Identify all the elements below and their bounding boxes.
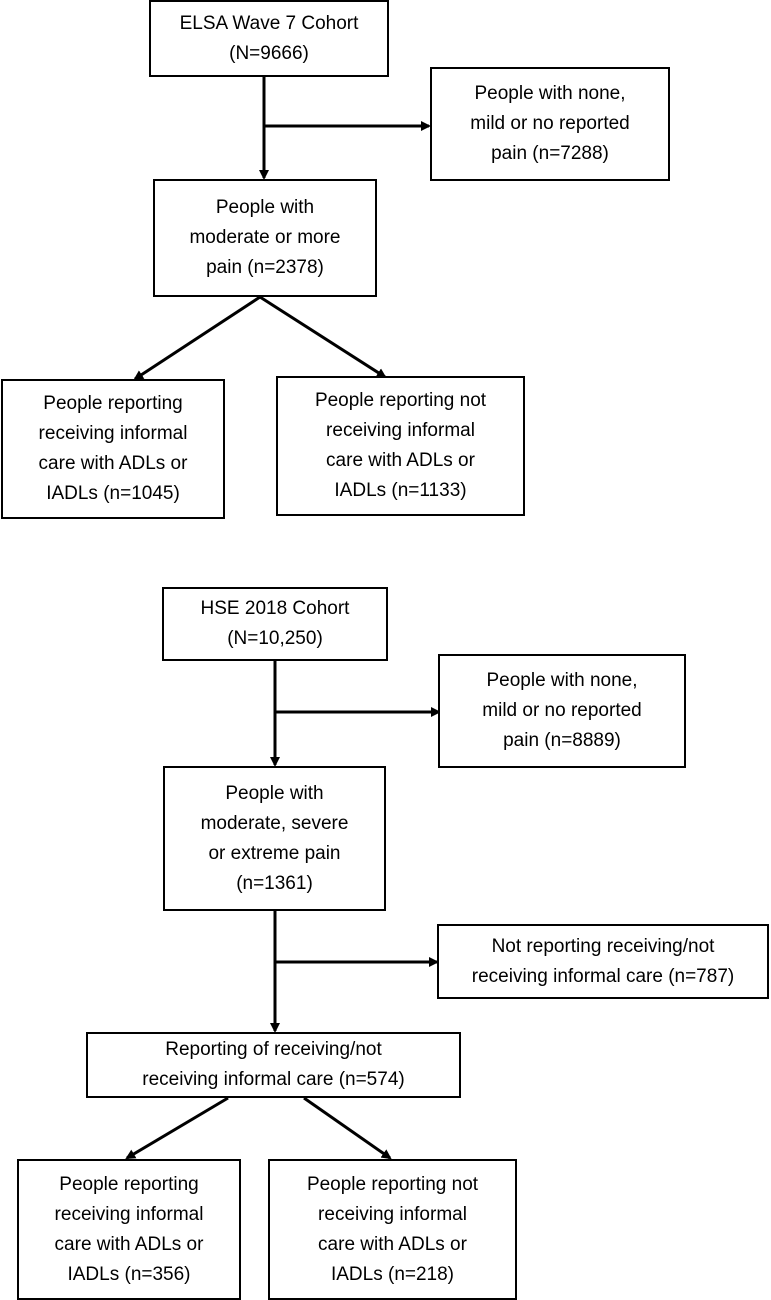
hse-not-reporting-label: Not reporting receiving/not receiving in… [471, 935, 735, 987]
arrow-elsa-pain-to-not-receiving [259, 295, 387, 379]
elsa-excluded-box: People with none, mild or no reported pa… [430, 67, 670, 181]
elsa-excluded-label: People with none, mild or no reported pa… [470, 83, 630, 164]
elsa-pain-label: People with moderate or more pain (n=237… [189, 197, 341, 278]
arrow-elsa-pain-to-receiving [133, 295, 261, 381]
hse-receiving-box: People reporting receiving informal care… [17, 1159, 241, 1300]
hse-not-reporting-box: Not reporting receiving/not receiving in… [437, 924, 769, 999]
hse-receiving-label: People reporting receiving informal care… [54, 1173, 204, 1285]
elsa-cohort-box: ELSA Wave 7 Cohort (N=9666) [149, 0, 389, 77]
elsa-receiving-box: People reporting receiving informal care… [1, 379, 225, 519]
hse-pain-label: People with moderate, severe or extreme … [200, 782, 349, 894]
elsa-not-receiving-label: People reporting not receiving informal … [314, 390, 487, 501]
elsa-not-receiving-box: People reporting not receiving informal … [276, 376, 525, 516]
hse-not-receiving-box: People reporting not receiving informal … [268, 1159, 517, 1300]
hse-reporting-box: Reporting of receiving/not receiving inf… [86, 1032, 461, 1098]
arrow-hse-reporting-to-not-receiving [303, 1096, 392, 1160]
elsa-pain-box: People with moderate or more pain (n=237… [153, 179, 377, 297]
hse-excluded-label: People with none, mild or no reported pa… [482, 670, 642, 751]
hse-cohort-box: HSE 2018 Cohort (N=10,250) [162, 587, 388, 661]
hse-not-receiving-label: People reporting not receiving informal … [306, 1173, 479, 1285]
hse-pain-box: People with moderate, severe or extreme … [163, 766, 386, 911]
hse-cohort-label: HSE 2018 Cohort (N=10,250) [200, 598, 350, 649]
elsa-cohort-label: ELSA Wave 7 Cohort (N=9666) [179, 12, 359, 64]
hse-excluded-box: People with none, mild or no reported pa… [438, 654, 686, 768]
arrow-hse-reporting-to-receiving [125, 1096, 229, 1160]
hse-reporting-label: Reporting of receiving/not receiving inf… [142, 1039, 405, 1090]
elsa-receiving-label: People reporting receiving informal care… [38, 393, 188, 504]
